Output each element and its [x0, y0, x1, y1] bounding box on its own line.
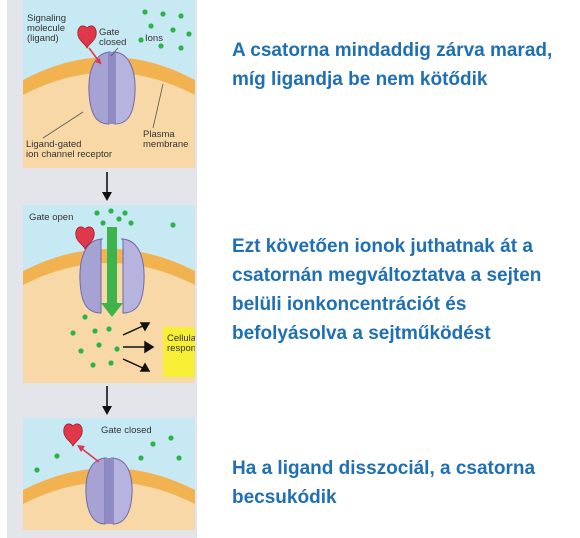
step-arrow-2 [102, 386, 112, 415]
label-gate-closed-after: Gate closed [101, 425, 152, 436]
panel2-illustration [23, 208, 195, 383]
ligand [63, 423, 83, 447]
ions [34, 435, 182, 473]
panel1-illustration [23, 9, 195, 168]
ions [138, 9, 192, 51]
ion-channel-receptor [79, 238, 145, 314]
ion-channel-receptor [88, 51, 136, 125]
description-step3: Ha a ligand disszociál, a csatorna becsu… [232, 458, 536, 508]
ion-channel-receptor [85, 457, 133, 525]
label-plasma-membrane: Plasma membrane [143, 129, 189, 150]
label-gate-closed: Gate closed [99, 27, 127, 48]
panel3-illustration [23, 423, 195, 530]
label-ions: Ions [145, 33, 163, 44]
panel-channel-closed: Signaling molecule (ligand) Gate closed … [23, 0, 195, 168]
ions-inside [70, 314, 120, 368]
panel-channel-reclosed: Gate closed [23, 418, 195, 530]
cytoplasm [23, 263, 195, 383]
description-step1: A csatorna mindaddig zárva marad, míg li… [232, 40, 553, 90]
ligand-arrow-head [95, 58, 101, 64]
response-arrows [122, 322, 155, 372]
description-step2: Ezt követően ionok juthatnak át a csator… [232, 236, 542, 344]
leader-lines [42, 47, 164, 139]
ligand [75, 226, 95, 250]
label-receptor: Ligand-gated ion channel receptor [26, 139, 113, 160]
ion-flow-arrow [101, 227, 123, 317]
ligand-release-arrow [80, 447, 100, 463]
label-signaling-molecule: Signaling molecule (ligand) [27, 13, 67, 44]
ligand-release-arrow-head [77, 445, 85, 452]
plasma-membrane [23, 57, 195, 95]
ligand [77, 25, 97, 49]
label-gate-open: Gate open [29, 212, 74, 223]
plasma-membrane [23, 468, 195, 504]
step-arrow-1 [102, 172, 112, 201]
figure-strip: Signaling molecule (ligand) Gate closed … [7, 0, 197, 538]
ions-outside [94, 208, 176, 228]
plasma-membrane [23, 249, 195, 285]
